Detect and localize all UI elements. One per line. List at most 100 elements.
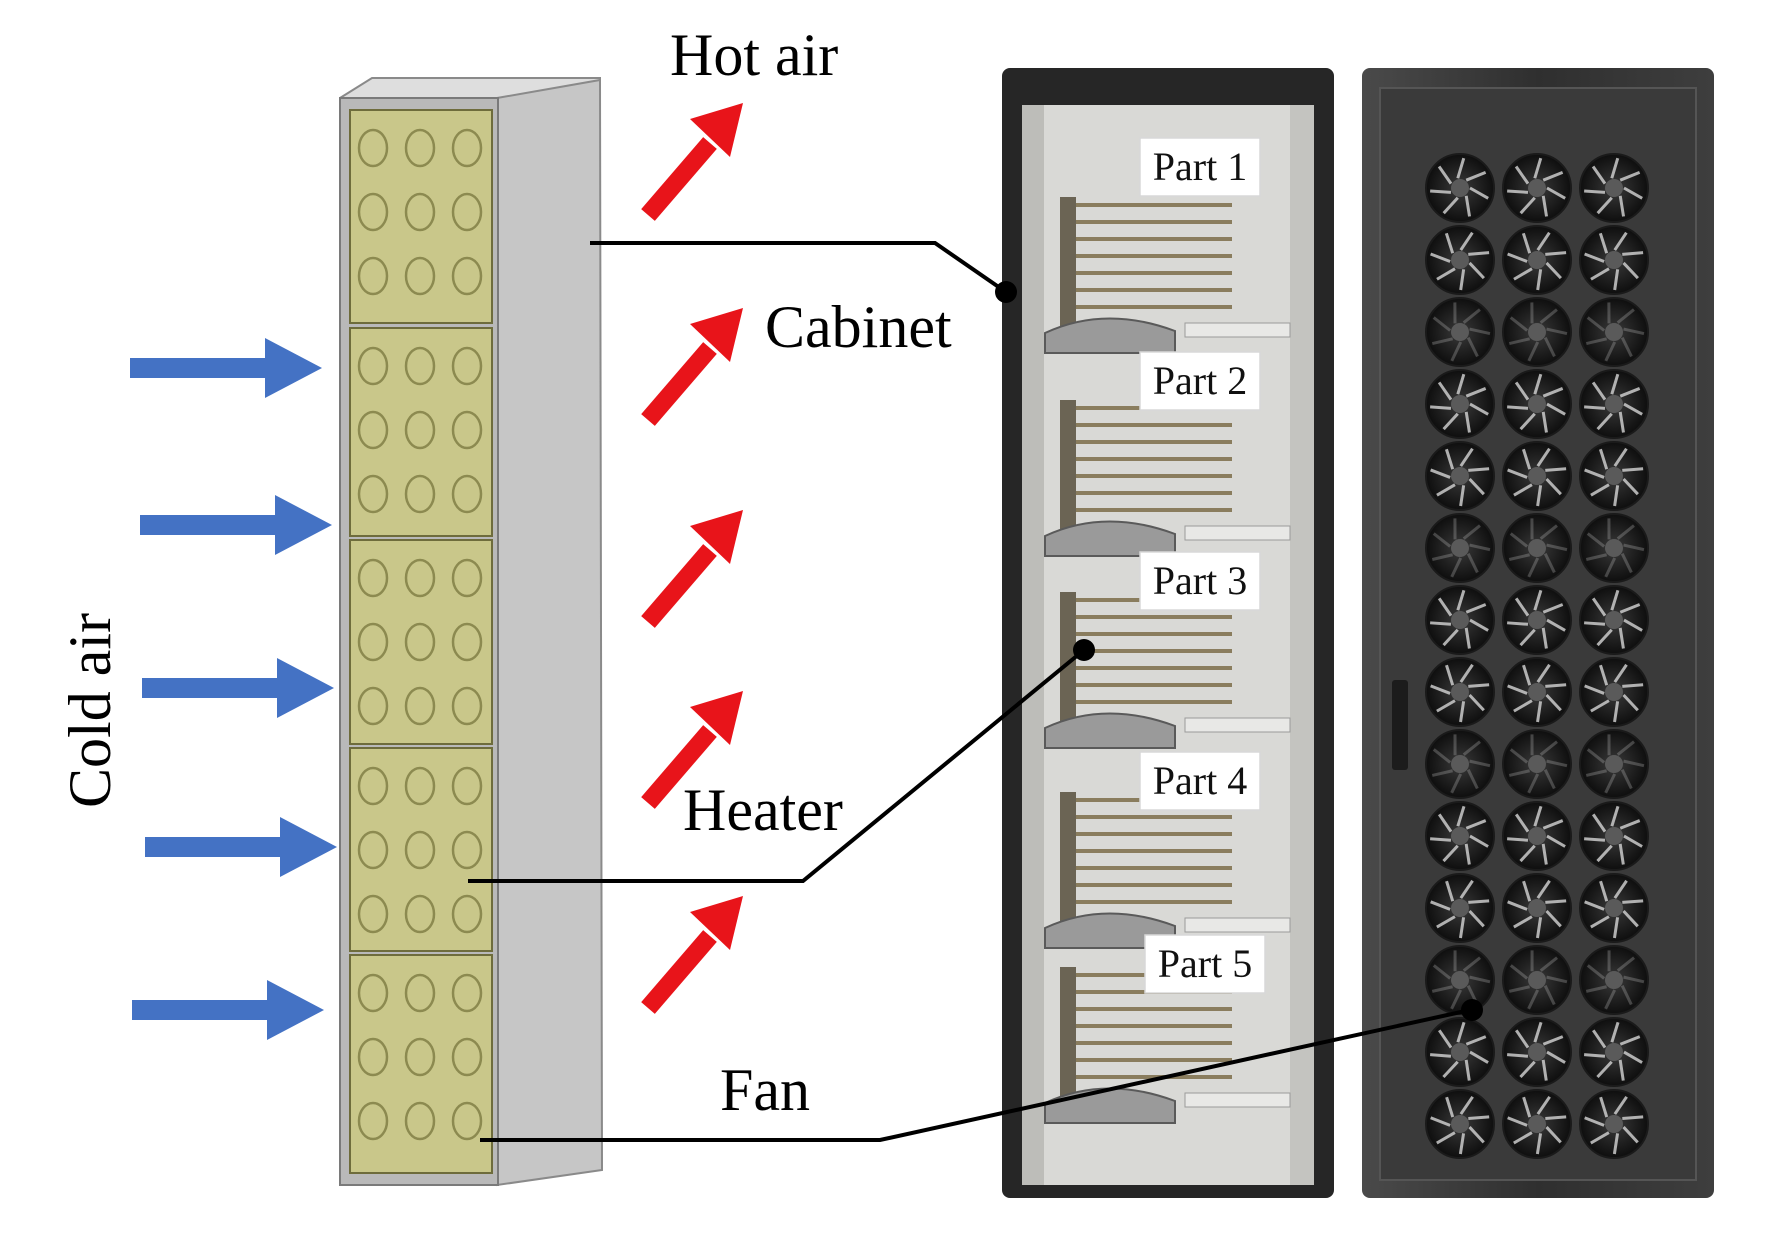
heater-ring-icon xyxy=(357,894,389,934)
heater-ring-icon xyxy=(357,128,389,168)
cabinet-label: Cabinet xyxy=(765,294,952,360)
fan-icon xyxy=(1502,729,1572,799)
fan-icon xyxy=(1579,369,1649,439)
cold-air-arrows xyxy=(130,338,337,1040)
fan-icon xyxy=(1425,1089,1495,1159)
heater-ring-icon xyxy=(357,192,389,232)
fan-icon xyxy=(1579,585,1649,655)
fan-icon xyxy=(1425,369,1495,439)
heater-panel xyxy=(349,109,493,324)
heater-coil xyxy=(1044,400,1291,557)
part-label-text: Part 1 xyxy=(1153,144,1247,189)
heater-ring-icon xyxy=(404,192,436,232)
fan-icon xyxy=(1579,945,1649,1015)
heater-ring-icon xyxy=(404,346,436,386)
fan-icon xyxy=(1579,1017,1649,1087)
hot-air-label: Hot air xyxy=(670,22,838,88)
heater-ring-icon xyxy=(451,128,483,168)
fan-icon xyxy=(1502,945,1572,1015)
hot-air-arrows xyxy=(641,103,743,1014)
heater-panel xyxy=(349,327,493,537)
leader-lines xyxy=(468,241,1471,1142)
heater-leader-line xyxy=(468,648,1086,883)
heater-panels xyxy=(349,109,493,1174)
heater-ring-icon xyxy=(404,128,436,168)
fan-icon xyxy=(1425,729,1495,799)
door-handle xyxy=(1392,680,1408,770)
heater-ring-icon xyxy=(357,410,389,450)
fan-icon xyxy=(1425,873,1495,943)
fan-icon xyxy=(1502,657,1572,727)
fan-grid xyxy=(1425,153,1649,1159)
part-label-4: Part 4 xyxy=(1139,751,1261,811)
heater-ring-icon xyxy=(451,192,483,232)
fan-icon xyxy=(1579,729,1649,799)
heater-panel xyxy=(349,539,493,745)
schematic-cabinet xyxy=(339,77,604,1187)
up-right-arrow-icon xyxy=(641,691,743,809)
fan-icon xyxy=(1425,945,1495,1015)
fan-icon xyxy=(1425,153,1495,223)
heater-ring-icon xyxy=(451,766,483,806)
heater-ring-icon xyxy=(451,1037,483,1077)
up-right-arrow-icon xyxy=(641,103,743,221)
heater-ring-icon xyxy=(404,894,436,934)
leader-dots xyxy=(995,281,1483,1021)
fan-icon xyxy=(1579,225,1649,295)
fan-icon xyxy=(1425,1017,1495,1087)
heater-ring-icon xyxy=(357,830,389,870)
up-right-arrow-icon xyxy=(641,896,743,1014)
cabinet-photo-heaters: Part 1 Part 2 Part 3 Part 4 Part 5 xyxy=(1002,68,1334,1198)
part-label-3: Part 3 xyxy=(1139,551,1261,611)
cold-air-label: Cold air xyxy=(57,613,123,808)
heater-ring-icon xyxy=(404,256,436,296)
fan-icon xyxy=(1502,513,1572,583)
cabinet-leader-dot xyxy=(995,281,1017,303)
heater-ring-icon xyxy=(451,474,483,514)
heater-ring-icon xyxy=(404,973,436,1013)
heater-ring-icon xyxy=(404,558,436,598)
heater-ring-icon xyxy=(451,973,483,1013)
part-label-text: Part 4 xyxy=(1153,758,1247,803)
heater-ring-icon xyxy=(404,686,436,726)
part-label-text: Part 2 xyxy=(1153,358,1247,403)
heater-ring-icon xyxy=(451,622,483,662)
heater-ring-icon xyxy=(357,256,389,296)
fan-icon xyxy=(1502,1017,1572,1087)
heater-label: Heater xyxy=(683,777,843,843)
heater-panel xyxy=(349,747,493,952)
fan-icon xyxy=(1502,1089,1572,1159)
right-arrow-icon xyxy=(130,338,322,398)
heater-ring-icon xyxy=(404,622,436,662)
heater-ring-icon xyxy=(357,686,389,726)
heater-ring-icon xyxy=(357,474,389,514)
heater-ring-icon xyxy=(451,830,483,870)
cabinet-leader-line xyxy=(590,241,1005,292)
fan-icon xyxy=(1425,297,1495,367)
fan-icon xyxy=(1425,441,1495,511)
heater-ring-icon xyxy=(404,474,436,514)
fan-icon xyxy=(1502,873,1572,943)
heater-ring-icon xyxy=(404,1101,436,1141)
right-arrow-icon xyxy=(145,817,337,877)
right-arrow-icon xyxy=(132,980,324,1040)
part-label-1: Part 1 xyxy=(1139,137,1261,197)
fan-icon xyxy=(1425,513,1495,583)
fan-icon xyxy=(1579,873,1649,943)
fan-icon xyxy=(1579,297,1649,367)
heater-ring-icon xyxy=(404,766,436,806)
fan-icon xyxy=(1502,297,1572,367)
heater-ring-icon xyxy=(404,410,436,450)
part-label-text: Part 3 xyxy=(1153,558,1247,603)
heater-ring-icon xyxy=(357,1101,389,1141)
heater-ring-icon xyxy=(451,686,483,726)
heater-ring-icon xyxy=(451,558,483,598)
heater-ring-icon xyxy=(357,622,389,662)
fan-icon xyxy=(1425,801,1495,871)
up-right-arrow-icon xyxy=(641,308,743,426)
heater-panel xyxy=(349,954,493,1174)
heater-ring-icon xyxy=(357,346,389,386)
part-label-5: Part 5 xyxy=(1144,934,1266,994)
fan-icon xyxy=(1579,513,1649,583)
